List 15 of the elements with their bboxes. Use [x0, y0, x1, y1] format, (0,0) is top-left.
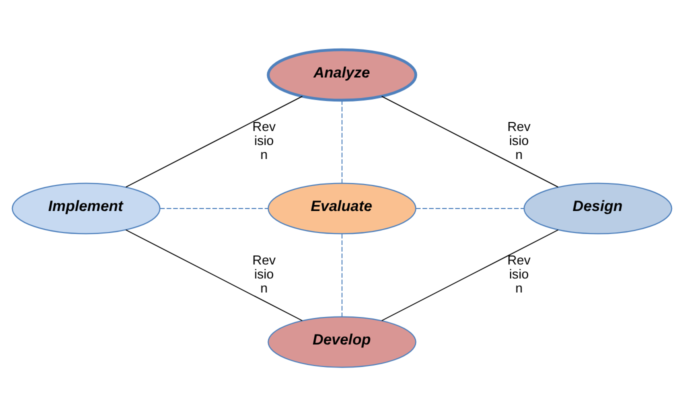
edge-label: Rev isio n	[252, 252, 276, 296]
edge-label: Rev isio n	[252, 119, 276, 162]
edge-label: Rev isio n	[507, 119, 531, 162]
connector	[125, 229, 303, 322]
connector	[160, 208, 269, 209]
connector	[381, 229, 559, 322]
connector	[381, 96, 559, 188]
edge-label: Rev isio n	[507, 252, 531, 296]
node-ellipse: Develop	[268, 316, 416, 368]
connector	[416, 208, 524, 209]
node-ellipse: Evaluate	[268, 182, 416, 234]
node-ellipse: Design	[524, 182, 672, 234]
connector	[125, 96, 303, 188]
node-ellipse: Analyze	[266, 48, 418, 102]
node-ellipse: Implement	[12, 182, 160, 234]
